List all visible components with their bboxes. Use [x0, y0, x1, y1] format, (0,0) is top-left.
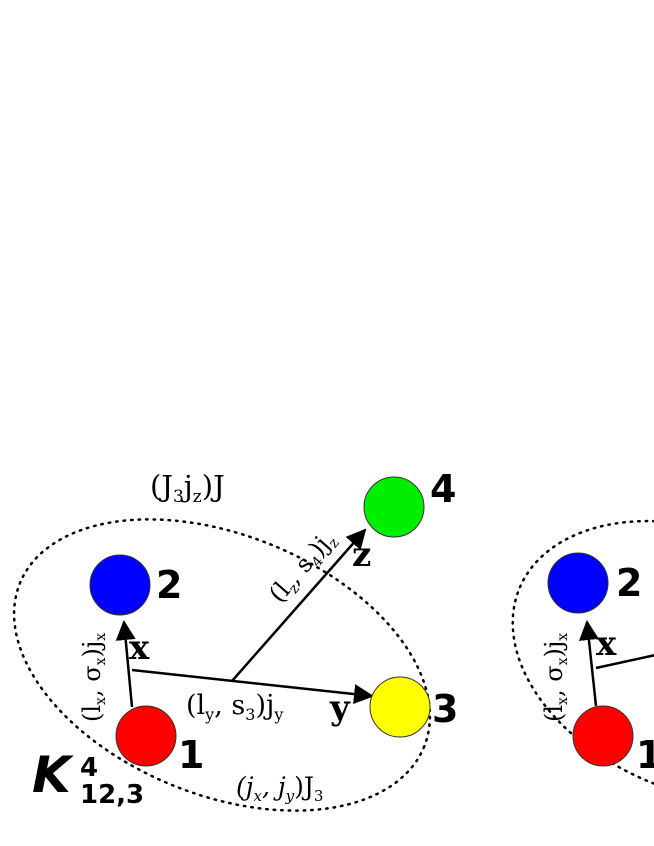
coupling-label-x: (lx, σx)jx [78, 633, 109, 722]
coupling-label-y: (ly, s3)jy [186, 690, 283, 724]
node-1-label-right: 1 [636, 733, 654, 777]
jacobi-scheme-sup: 4 [80, 753, 98, 783]
node-4 [363, 476, 425, 538]
node-1-label: 1 [178, 733, 204, 777]
node-2-label-right: 2 [616, 561, 642, 605]
node-2 [89, 554, 151, 616]
vector-x-label: x [129, 628, 150, 668]
node-1 [115, 705, 177, 767]
vector-x-arrow [115, 620, 136, 708]
vector-x-label-right: x [596, 624, 617, 664]
coupling-label-xy: (jx, jy)J3 [236, 772, 323, 805]
vector-x-arrow-right [578, 620, 599, 707]
vector-y-label: y [329, 688, 351, 728]
jacobi-scheme-sub: 12,3 [80, 780, 144, 810]
coupling-boundary-right [511, 519, 654, 805]
coupling-boundary [12, 518, 432, 812]
vector-z-label: z [352, 535, 371, 575]
node-2-right [547, 552, 609, 614]
vector-link-right [595, 654, 654, 670]
vector-y-arrow [131, 668, 374, 705]
coupling-label-total: (J3jz)J [150, 469, 225, 507]
node-2-label: 2 [156, 563, 182, 607]
node-1-right [572, 705, 634, 767]
node-3-label: 3 [432, 687, 458, 731]
vector-z-arrow [231, 528, 367, 682]
node-3 [369, 676, 431, 738]
jacobi-scheme-label: K [32, 746, 74, 804]
node-4-label: 4 [430, 467, 456, 511]
coupling-label-x-right: (lx, σx)jx [540, 633, 571, 722]
